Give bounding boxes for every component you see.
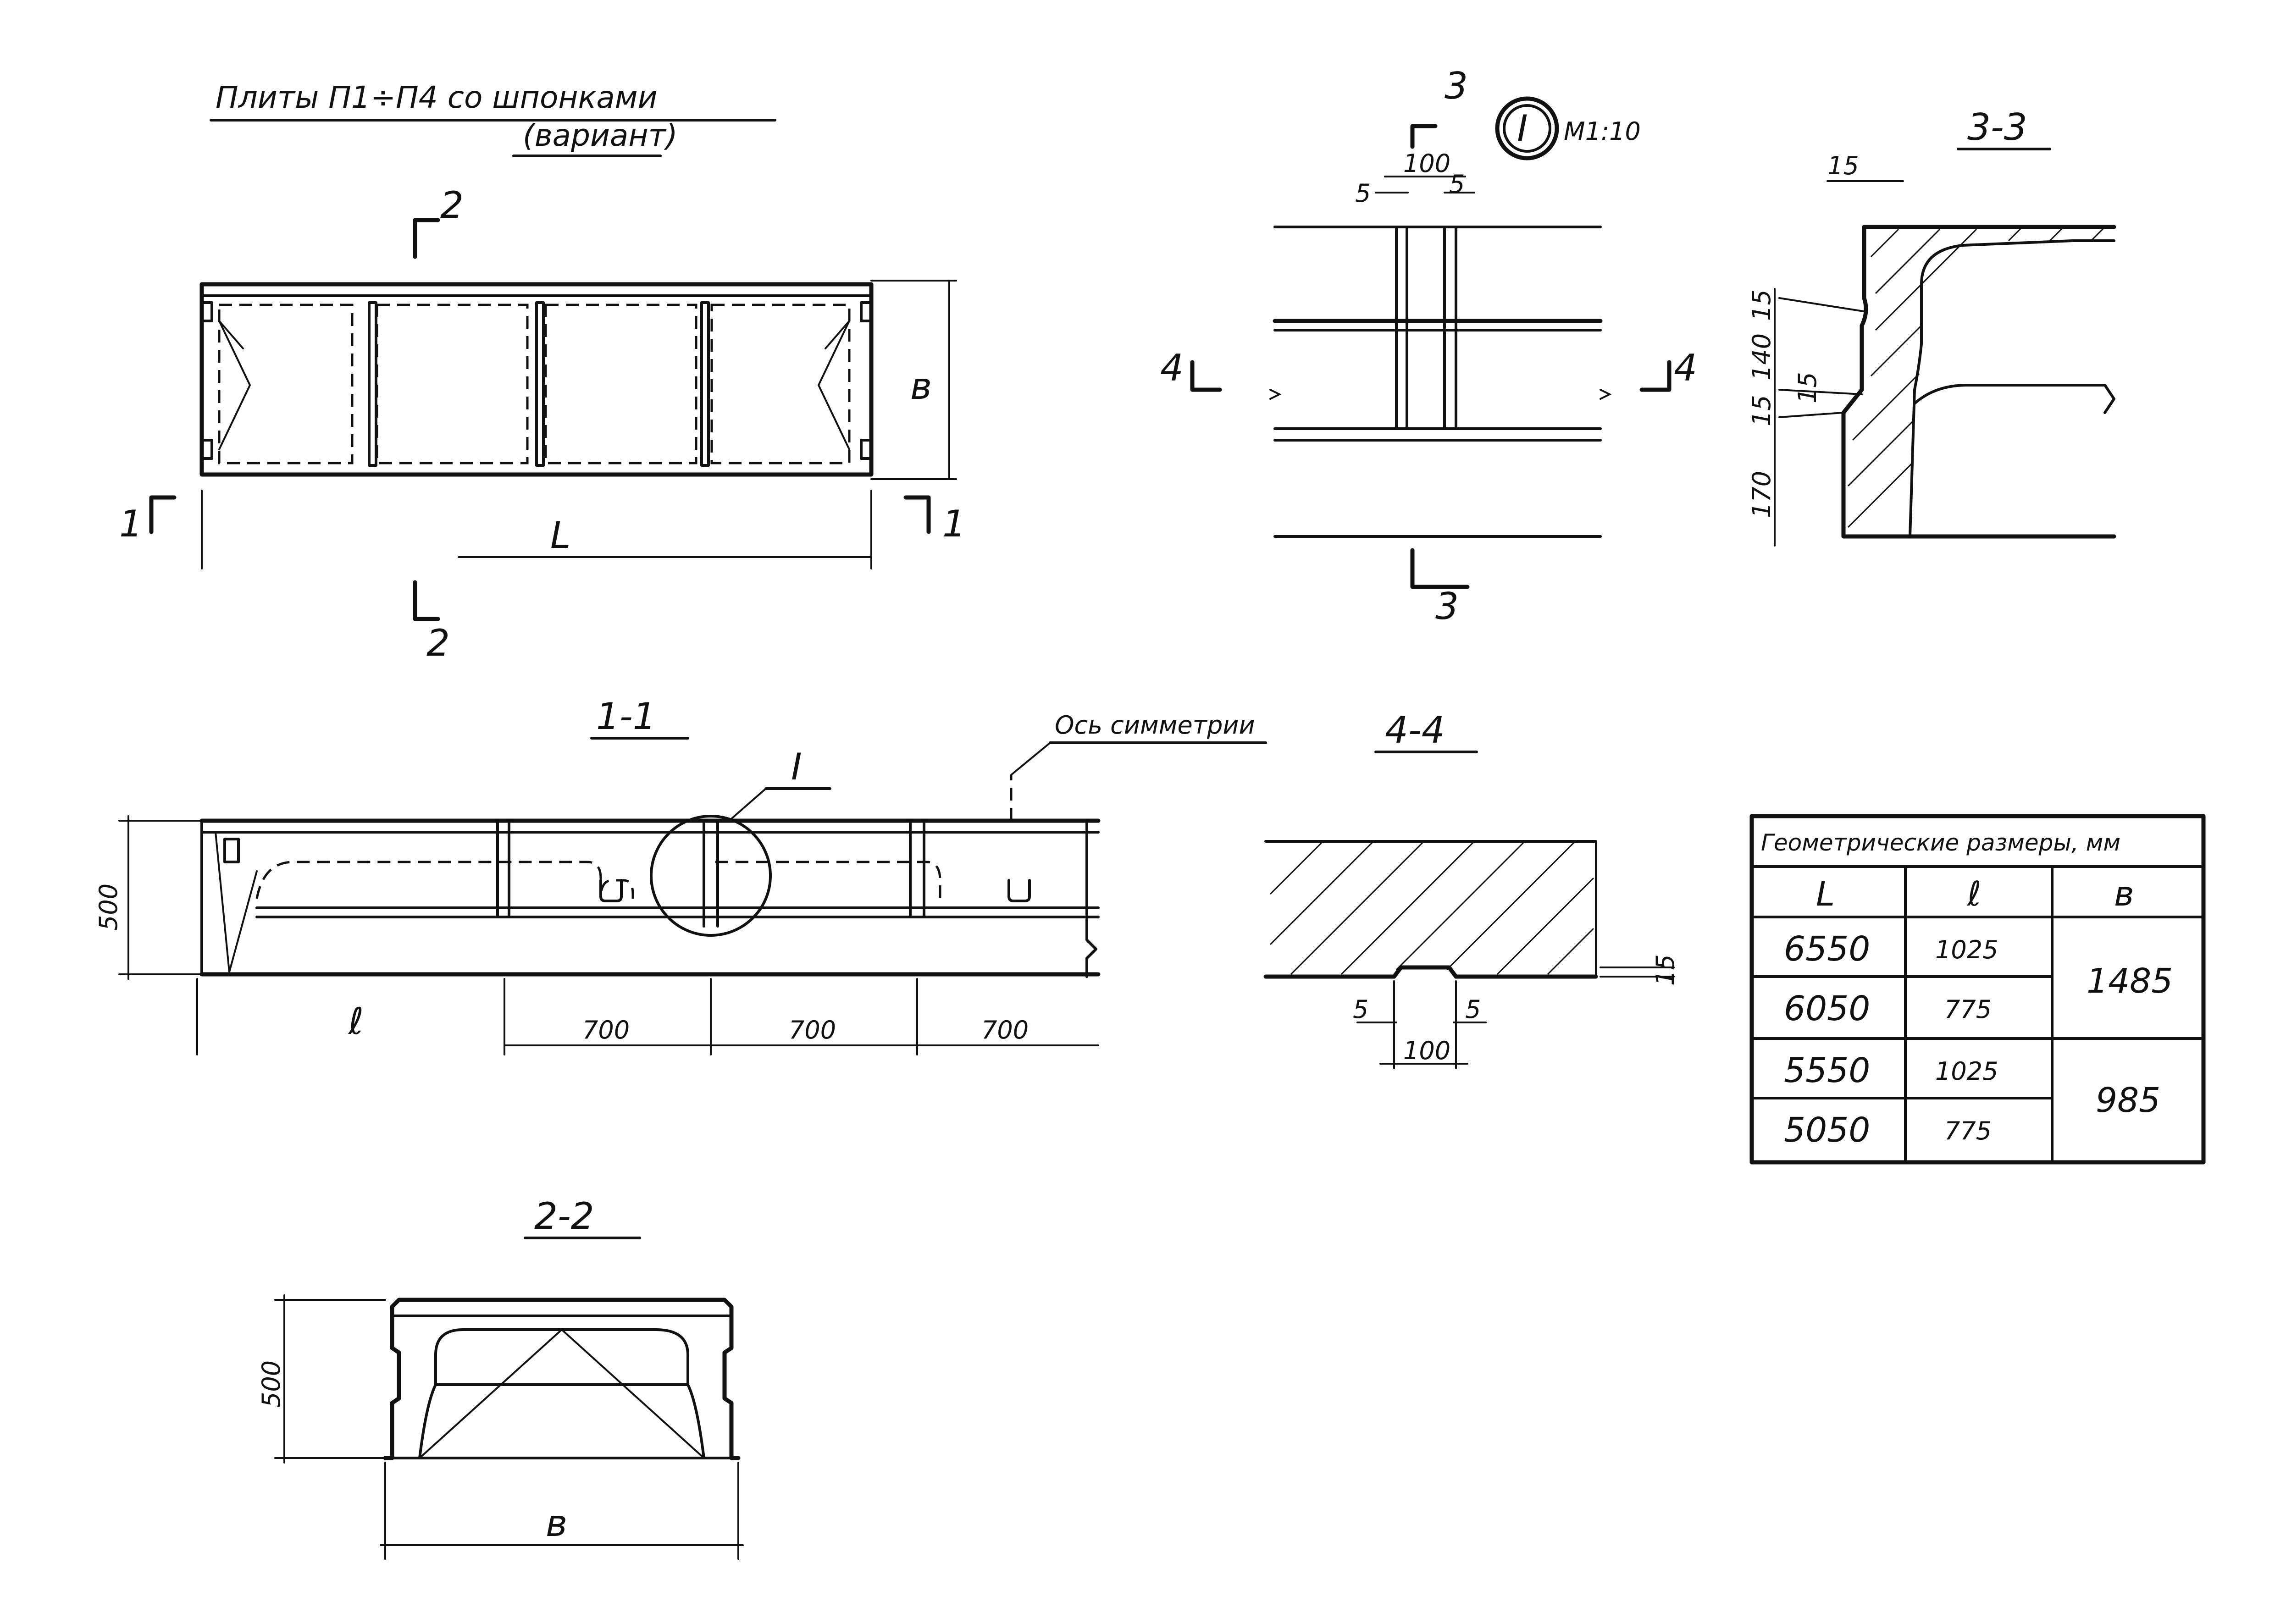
- section-1-1-title: 1-1: [596, 695, 656, 738]
- table-col-l: ℓ: [1966, 874, 1982, 914]
- table-row2-L: 6050: [1784, 989, 1870, 1028]
- detail-gap-right: 5: [1449, 170, 1465, 199]
- table-row1-l: 1025: [1935, 935, 1998, 964]
- section-1-1-height: 500: [94, 884, 123, 931]
- detail-key-dim: 100: [1403, 149, 1450, 178]
- table-row4-l: 775: [1944, 1116, 1992, 1145]
- cut2-top-label: 2: [440, 184, 464, 226]
- section-2-2-width: в: [546, 1502, 567, 1545]
- sheet-title-line1: Плиты П1÷П4 со шпонками: [216, 80, 657, 115]
- plan-width-label: в: [910, 365, 932, 408]
- section-3-3-dim-top: 15: [1827, 151, 1859, 180]
- section-1-1-edge: ℓ: [348, 1000, 364, 1043]
- plan-view: в L 1 1 2 2: [119, 184, 966, 664]
- detail-gap-left: 5: [1355, 179, 1371, 208]
- sheet-title-line2: (вариант): [523, 118, 678, 153]
- table-b-group1: 1485: [2087, 961, 2173, 1001]
- concrete-hatch-4-4: [1269, 840, 1594, 975]
- section-1-1-span2: 700: [789, 1016, 836, 1044]
- detail-label: I: [1517, 107, 1528, 150]
- detail-cut4-left: 4: [1160, 347, 1184, 389]
- table-row1-L: 6550: [1784, 929, 1870, 969]
- detail-I: 3 I М1:10 100 5 5 4 4 3: [1160, 65, 1697, 628]
- section-3-3-dim-e: 170: [1747, 471, 1776, 518]
- cut2-bottom-label: 2: [426, 622, 450, 664]
- table-col-b: в: [2114, 874, 2134, 914]
- concrete-hatch-3-3: [1847, 226, 2106, 528]
- section-2-2-title: 2-2: [534, 1195, 594, 1237]
- sheet-title: Плиты П1÷П4 со шпонками (вариант): [210, 80, 776, 157]
- section-2-2-height: 500: [257, 1360, 286, 1408]
- section-1-1-span1: 700: [582, 1016, 630, 1044]
- callout-I-label: I: [791, 746, 802, 788]
- table-row3-l: 1025: [1935, 1057, 1998, 1086]
- section-4-4-gap-right: 5: [1465, 995, 1481, 1024]
- dimensions-table: Геометрические размеры, мм L ℓ в 6550 10…: [1749, 814, 2206, 1165]
- cut1-left-label: 1: [119, 503, 143, 545]
- section-1-1-span3: 700: [981, 1016, 1029, 1044]
- table-b-group2: 985: [2096, 1081, 2160, 1120]
- section-4-4-gap-left: 5: [1353, 995, 1368, 1024]
- section-4-4-depth: 15: [1651, 954, 1680, 986]
- section-2-2: 2-2 500 в: [257, 1195, 744, 1560]
- section-3-3-dim-c: 15: [1793, 372, 1822, 403]
- section-4-4: 4-4 5 5 100 15: [1263, 709, 1680, 1069]
- section-3-3-title: 3-3: [1967, 106, 2027, 149]
- detail-cut3-bottom: 3: [1435, 585, 1459, 628]
- table-row4-L: 5050: [1784, 1110, 1870, 1150]
- section-4-4-title: 4-4: [1385, 709, 1445, 751]
- cut1-right-label: 1: [942, 503, 966, 545]
- section-1-1: 1-1 I Ось симметрии: [94, 695, 1267, 1055]
- table-row2-l: 775: [1944, 995, 1992, 1024]
- section-3-3-dim-d: 15: [1747, 395, 1776, 426]
- axis-symmetry-label: Ось симметрии: [1055, 711, 1255, 740]
- section-4-4-key-dim: 100: [1403, 1036, 1450, 1065]
- table-col-L: L: [1816, 874, 1835, 914]
- section-3-3-dim-b: 140: [1747, 333, 1776, 381]
- detail-cut3-top: 3: [1445, 65, 1468, 107]
- detail-scale: М1:10: [1564, 117, 1641, 146]
- table-header: Геометрические размеры, мм: [1761, 829, 2120, 856]
- section-3-3: 3-3 15 15 140 15 15 170: [1747, 106, 2116, 547]
- table-row3-L: 5550: [1784, 1051, 1870, 1090]
- plan-length-label: L: [550, 514, 571, 557]
- section-3-3-dim-a: 15: [1747, 289, 1776, 321]
- detail-cut4-right: 4: [1674, 347, 1697, 389]
